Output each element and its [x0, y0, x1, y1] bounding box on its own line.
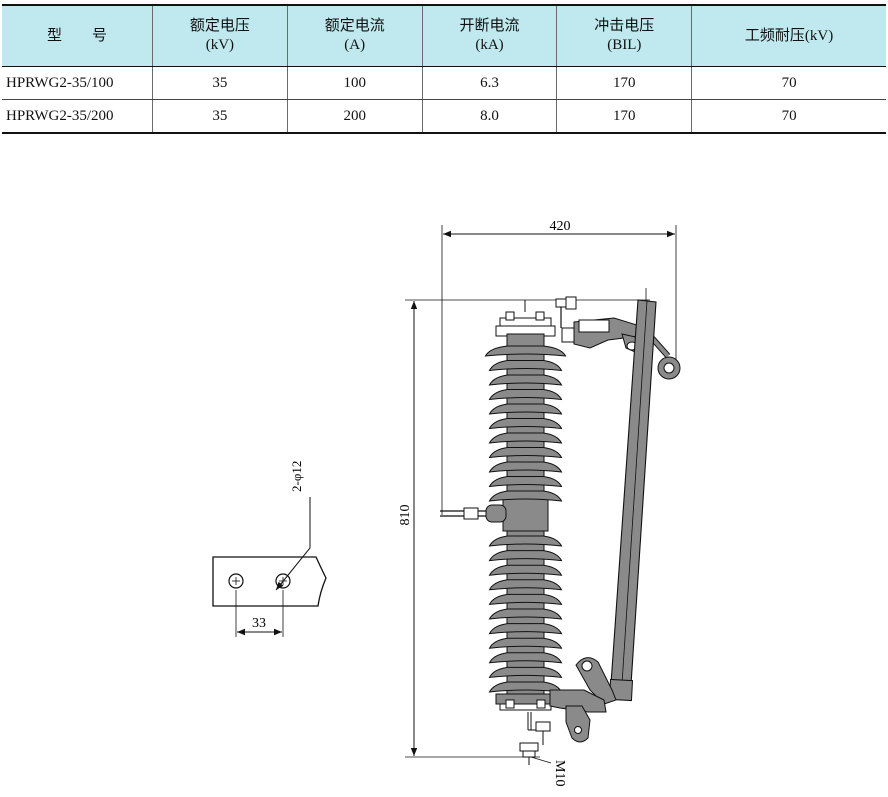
- hole-spacing-label: 33: [252, 616, 266, 631]
- insulator-shed: [488, 637, 563, 649]
- bracket-detail: 2-φ12 33: [212, 461, 327, 637]
- insulator-shed: [488, 418, 563, 430]
- insulator-shed: [488, 550, 563, 562]
- insulator-shed: [488, 461, 563, 473]
- insulator-shed: [488, 666, 563, 678]
- header-rated-current: 额定电流(A): [286, 4, 423, 67]
- insulator-sheds: [484, 345, 567, 693]
- insulator-shed: [488, 403, 563, 415]
- insulator-shed: [488, 564, 563, 576]
- cell-voltage: 35: [152, 66, 288, 100]
- insulator-shed: [488, 652, 563, 664]
- header-impulse-voltage: 冲击电压(BIL): [556, 4, 692, 67]
- insulator-shed: [488, 476, 563, 488]
- height-dimension-label: 810: [398, 505, 413, 526]
- nut-icon: [505, 699, 515, 709]
- cell-impulse: 170: [556, 99, 692, 134]
- cell-current: 200: [286, 99, 423, 134]
- cell-breaking: 6.3: [421, 66, 557, 100]
- width-dimension-label: 420: [550, 219, 571, 234]
- cell-breaking: 8.0: [421, 99, 557, 134]
- table-row: HPRWG2-35/100 35 100 6.3 170 70: [2, 66, 886, 100]
- insulator-shed: [488, 608, 563, 620]
- fuse-tube: [608, 288, 657, 702]
- nut-icon: [535, 311, 545, 321]
- thread-label: M10: [552, 760, 567, 786]
- cell-model: HPRWG2-35/100: [2, 66, 153, 100]
- insulator-shed: [488, 623, 563, 635]
- nut-icon: [536, 699, 546, 709]
- header-power-freq-withstand: 工频耐压(kV): [691, 4, 886, 67]
- cell-withstand: 70: [691, 66, 886, 100]
- bottom-contact: M10: [519, 657, 617, 786]
- insulator-shed: [488, 447, 563, 459]
- insulator: [440, 311, 567, 711]
- insulator-shed: [488, 360, 563, 372]
- insulator-shed: [488, 432, 563, 444]
- nut-icon: [505, 311, 515, 321]
- header-rated-voltage: 额定电压(kV): [152, 4, 288, 67]
- insulator-shed: [484, 345, 567, 357]
- table-row: HPRWG2-35/200 35 200 8.0 170 70: [2, 99, 886, 134]
- cell-model: HPRWG2-35/200: [2, 99, 153, 134]
- header-breaking-current: 开断电流(kA): [421, 4, 557, 67]
- cell-voltage: 35: [152, 99, 288, 134]
- insulator-shed: [488, 490, 563, 502]
- insulator-shed: [488, 374, 563, 386]
- cell-withstand: 70: [691, 99, 886, 134]
- spec-table-header-row: 型 号 额定电压(kV) 额定电流(A) 开断电流(kA) 冲击电压(BIL) …: [2, 4, 886, 67]
- header-model: 型 号: [2, 4, 153, 67]
- cell-impulse: 170: [556, 66, 692, 100]
- insulator-shed: [488, 681, 563, 693]
- dimension-lines: 420 810: [398, 219, 677, 758]
- cell-current: 100: [286, 66, 423, 100]
- insulator-shed: [488, 389, 563, 401]
- spec-table: 型 号 额定电压(kV) 额定电流(A) 开断电流(kA) 冲击电压(BIL) …: [2, 4, 886, 134]
- insulator-shed: [488, 535, 563, 547]
- top-contact: [524, 296, 681, 380]
- hole-spec-label: 2-φ12: [289, 461, 304, 492]
- insulator-shed: [488, 593, 563, 605]
- insulator-shed: [488, 579, 563, 591]
